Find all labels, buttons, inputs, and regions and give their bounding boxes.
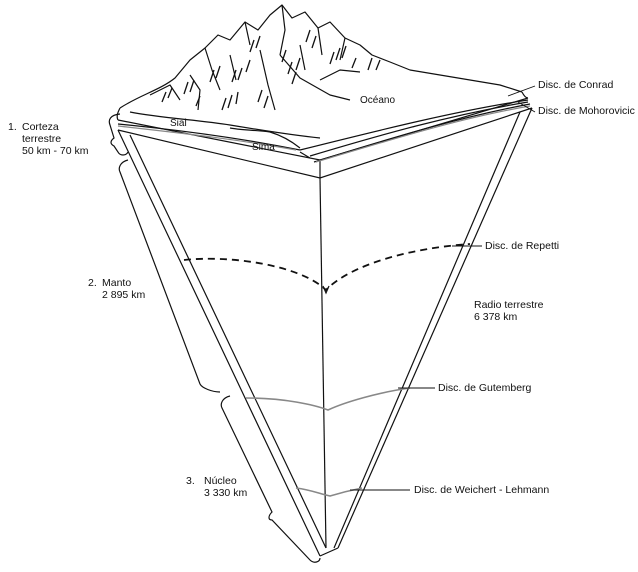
repetti-label: Disc. de Repetti (485, 240, 559, 252)
mantle-thickness: 2 895 km (102, 289, 145, 301)
sima-label: Sima (252, 142, 275, 153)
weichert-line (295, 487, 363, 497)
mohorovicic-label: Disc. de Mohorovicic (538, 105, 635, 117)
crust-name: Corteza (22, 121, 59, 133)
crust-number: 1. (8, 121, 17, 133)
weichert-label: Disc. de Weichert - Lehmann (414, 484, 549, 496)
sial-label: Sial (170, 118, 187, 129)
repetti-line (183, 243, 471, 292)
brackets (108, 113, 321, 563)
gutemberg-label: Disc. de Gutemberg (438, 382, 532, 394)
cone-outline (117, 107, 533, 557)
crust-name2: terrestre (22, 133, 61, 145)
crust-slab (116, 91, 533, 179)
conrad-label: Disc. de Conrad (538, 79, 613, 91)
leader-lines (350, 85, 536, 491)
crust-thickness: 50 km - 70 km (22, 145, 89, 157)
core-thickness: 3 330 km (204, 487, 247, 499)
mantle-name: Manto (102, 277, 131, 289)
core-name: Núcleo (204, 475, 237, 487)
core-number: 3. (186, 475, 195, 487)
ocean-label: Océano (360, 95, 395, 106)
gutemberg-line (245, 387, 411, 411)
radius-value: 6 378 km (474, 311, 517, 323)
crust-gray-lines (117, 105, 531, 163)
mantle-number: 2. (88, 277, 97, 289)
mountain-shading (161, 29, 381, 111)
radius-label: Radio terrestre (474, 299, 544, 311)
repetti-arrow (322, 285, 330, 295)
